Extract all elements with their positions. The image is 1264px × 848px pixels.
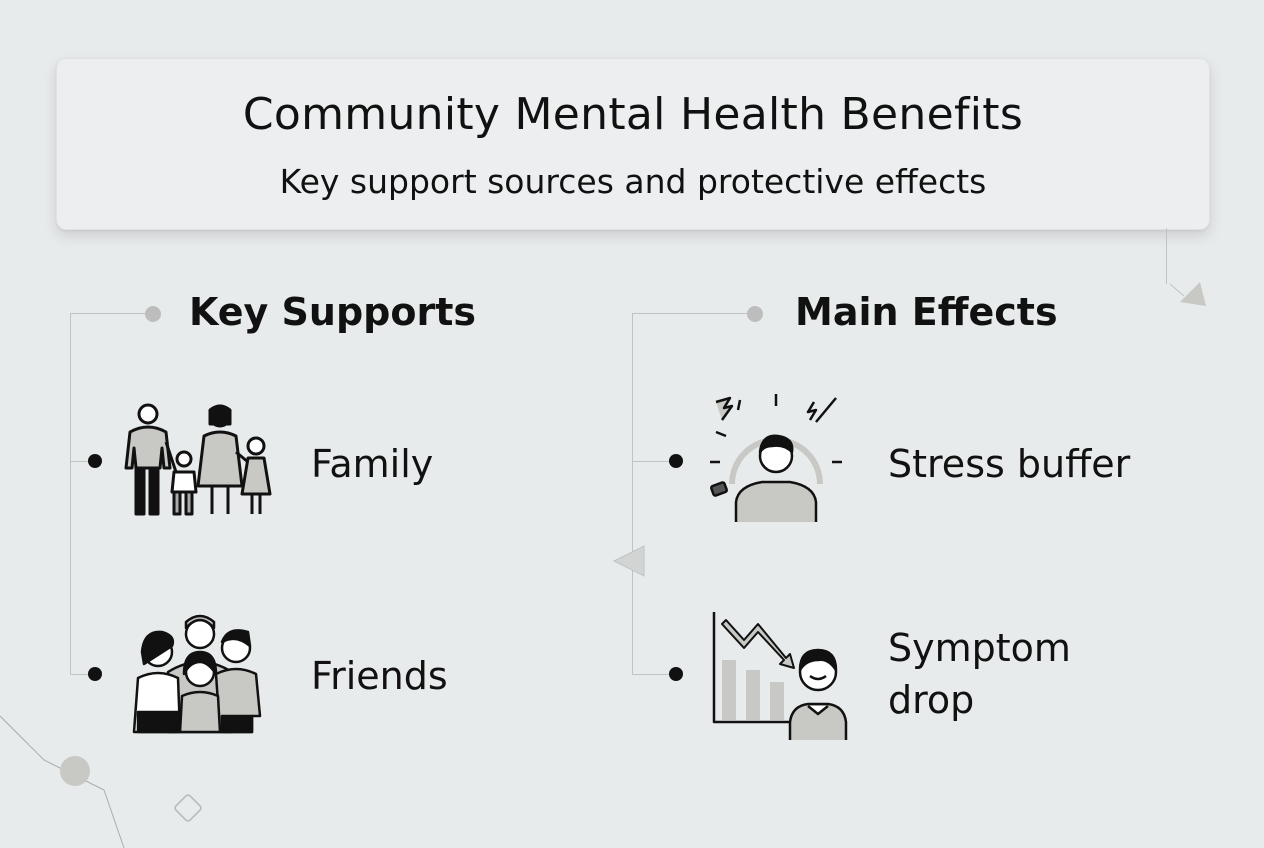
stress-buffer-person-icon — [710, 394, 842, 522]
section-node — [747, 306, 763, 322]
left-tree-vertical — [70, 313, 71, 675]
branch-stress — [632, 461, 676, 462]
arrow-triangle-icon — [612, 545, 645, 577]
left-tree-top-branch — [70, 313, 148, 314]
support-label-family: Family — [311, 442, 434, 486]
right-tree-vertical — [632, 313, 633, 675]
branch-symptom — [632, 674, 676, 675]
section-title-key-supports: Key Supports — [189, 290, 477, 334]
header-card: Community Mental Health Benefits Key sup… — [56, 58, 1210, 230]
support-label-friends: Friends — [311, 654, 448, 698]
family-icon — [124, 403, 272, 516]
section-node — [145, 306, 161, 322]
branch-friends — [70, 674, 94, 675]
arrow-triangle-icon — [1170, 282, 1206, 306]
page-subtitle: Key support sources and protective effec… — [279, 162, 987, 201]
section-title-main-effects: Main Effects — [795, 290, 1058, 334]
friends-group-icon — [132, 614, 262, 734]
effect-label-line-1: Symptom — [888, 626, 1071, 670]
bullet-dot — [669, 454, 683, 468]
effect-label-stress-buffer: Stress buffer — [888, 442, 1131, 486]
decorative-lines — [0, 715, 202, 848]
bullet-dot — [88, 454, 102, 468]
header-connector — [1166, 228, 1167, 284]
bullet-dot — [669, 667, 683, 681]
effect-label-symptom-drop: Symptom drop — [888, 622, 1071, 726]
right-tree-top-branch — [632, 313, 752, 314]
bullet-dot — [88, 667, 102, 681]
page-title: Community Mental Health Benefits — [242, 89, 1024, 140]
branch-family — [70, 461, 94, 462]
effect-label-line-2: drop — [888, 678, 975, 722]
declining-chart-person-icon — [712, 612, 848, 740]
